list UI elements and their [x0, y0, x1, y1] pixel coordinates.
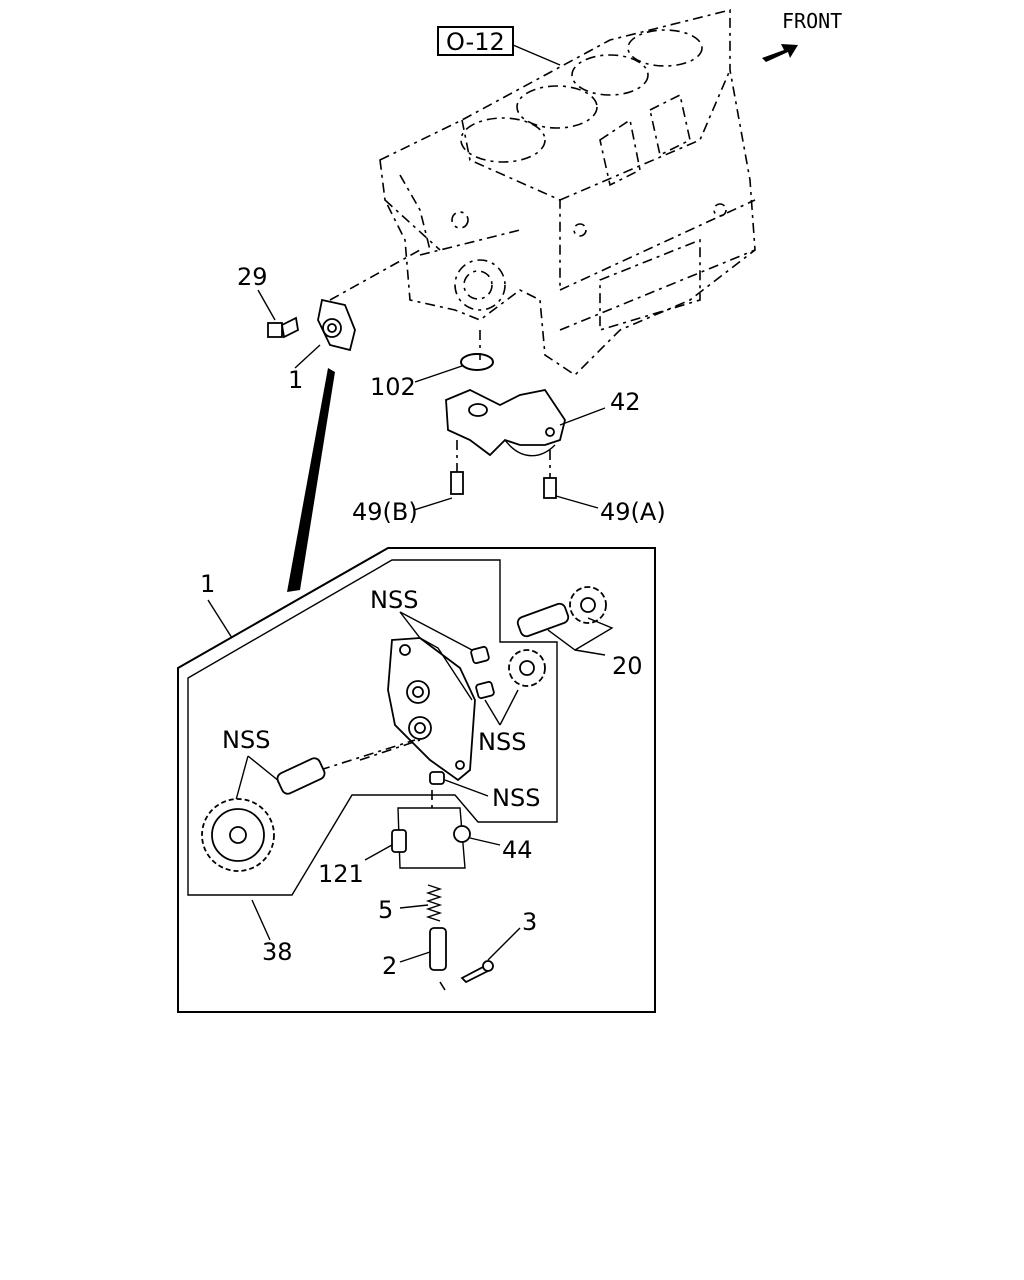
callout-44: 44	[502, 836, 533, 864]
pump-axis-line	[329, 249, 421, 301]
nss-label-low: NSS	[492, 784, 540, 812]
pump-body[interactable]	[387, 637, 476, 782]
driven-gear-20[interactable]: 20	[359, 586, 643, 761]
valve-ball-44[interactable]: 44	[453, 825, 533, 864]
split-pin-3[interactable]: 3	[460, 908, 537, 984]
nss-label-left: NSS	[222, 726, 270, 754]
oil-pump-small[interactable]: 1	[288, 298, 356, 394]
callout-2: 2	[382, 952, 397, 980]
engine-block	[379, 8, 756, 377]
spring-5[interactable]: 5	[378, 884, 443, 924]
callout-3: 3	[522, 908, 537, 936]
bolt-29[interactable]: 29	[237, 263, 299, 339]
callout-121: 121	[318, 860, 364, 888]
plug-2[interactable]: 2	[382, 927, 447, 991]
callout-1-top: 1	[288, 366, 303, 394]
callout-42: 42	[610, 388, 641, 416]
reference-box[interactable]: O-12	[437, 26, 561, 66]
sub-assembly-frame	[187, 559, 558, 896]
front-indicator: FRONT	[762, 9, 842, 62]
front-label: FRONT	[782, 9, 842, 33]
valve-plunger-121[interactable]: 121	[318, 829, 407, 888]
callout-38: 38	[262, 938, 293, 966]
callout-49b: 49(B)	[352, 498, 418, 526]
callout-1-box: 1	[200, 570, 215, 598]
detail-connector-wedge	[287, 368, 335, 592]
callout-29: 29	[237, 263, 268, 291]
callout-102: 102	[370, 373, 416, 401]
front-arrow-icon	[762, 44, 798, 62]
callout-5: 5	[378, 896, 393, 924]
reference-box-label: O-12	[446, 28, 505, 56]
nss-label-top: NSS	[370, 586, 418, 614]
o-ring-102[interactable]: 102	[370, 353, 494, 401]
oil-strainer-42[interactable]: 42	[445, 388, 641, 457]
dowel-pin-mid[interactable]	[475, 680, 495, 700]
callout-20: 20	[612, 652, 643, 680]
dowel-pin-top[interactable]	[470, 645, 490, 665]
detail-frame: 1	[177, 547, 656, 1013]
bolt-49a[interactable]: 49(A)	[543, 450, 666, 526]
drive-gear-38[interactable]: 38	[201, 739, 416, 966]
dowel-pin-low[interactable]	[429, 771, 445, 785]
callout-49a: 49(A)	[600, 498, 666, 526]
nss-label-mid: NSS	[478, 728, 526, 756]
bolt-49b[interactable]: 49(B)	[352, 440, 464, 526]
